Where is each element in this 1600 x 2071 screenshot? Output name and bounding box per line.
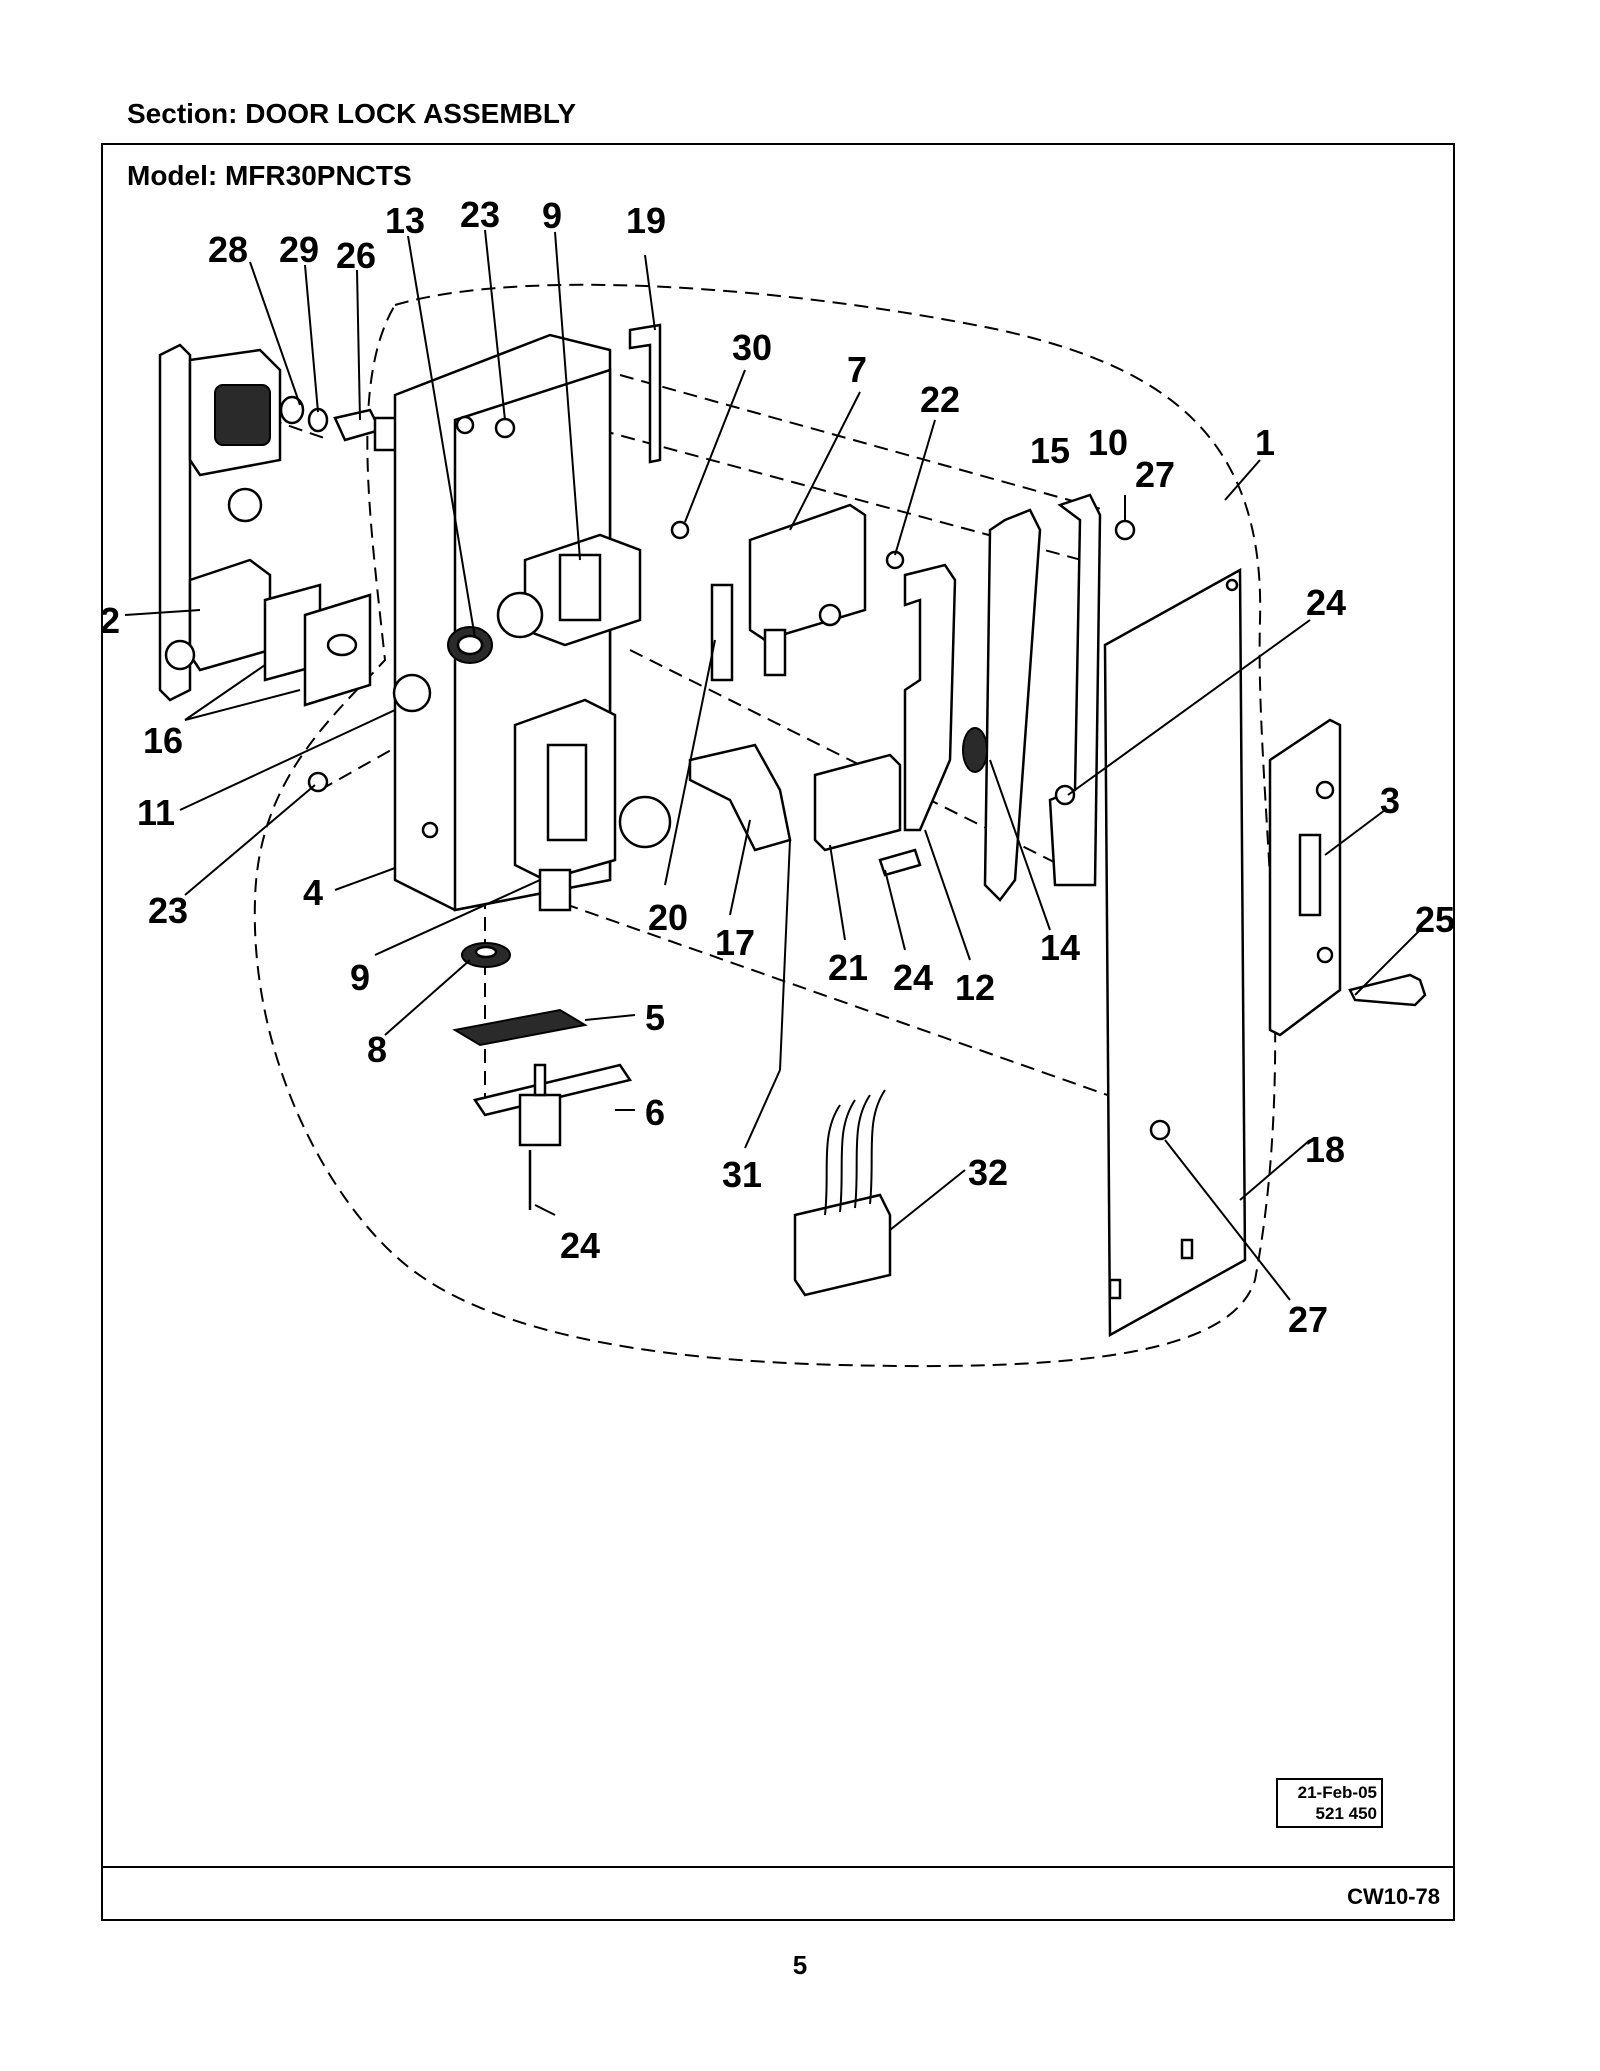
part-17-bracket: [688, 743, 792, 852]
part-9-solenoid-lower: [513, 698, 672, 912]
model-title: Model: MFR30PNCTS: [127, 160, 412, 191]
callout-3: 3: [1380, 780, 1400, 821]
part-6-switch: [472, 1063, 633, 1147]
callout-12: 12: [955, 967, 995, 1008]
part-2-bracket-plate: [158, 343, 282, 702]
document-code: CW10-78: [1347, 1884, 1440, 1909]
part-12-actuator: [903, 563, 957, 832]
callout-8: 8: [367, 1029, 387, 1070]
callout-23: 23: [460, 194, 500, 235]
section-title: Section: DOOR LOCK ASSEMBLY: [127, 98, 577, 129]
callout-1: 1: [1255, 422, 1275, 463]
callout-15: 15: [1030, 430, 1070, 471]
callout-32: 32: [968, 1152, 1008, 1193]
part-23-screw-top: [494, 417, 516, 439]
footer-divider: [101, 1866, 1455, 1868]
callout-30: 30: [732, 327, 772, 368]
part-18-back-plate: [1103, 567, 1247, 1338]
callout-14: 14: [1040, 927, 1080, 968]
callout-24: 24: [893, 957, 933, 998]
part-16-gaskets: [263, 583, 372, 707]
part-3-strike-plate: [1268, 718, 1342, 1037]
callout-21: 21: [828, 947, 868, 988]
part-9-solenoid-upper: [496, 533, 642, 647]
part-31-wire: [779, 839, 791, 1071]
part-13-spring: [447, 626, 493, 664]
callout-23: 23: [148, 890, 188, 931]
callout-4: 4: [303, 872, 323, 913]
callout-13: 13: [385, 200, 425, 241]
callout-5: 5: [645, 997, 665, 1038]
revision-stamp: 21-Feb-05 521 450: [1276, 1778, 1383, 1828]
callout-31: 31: [722, 1154, 762, 1195]
callout-22: 22: [920, 379, 960, 420]
callout-numbers: 13 23 9 19 28 29 26 30 7 22 15 10 27 1 2…: [100, 194, 1455, 1340]
callout-9: 9: [350, 957, 370, 998]
callout-25: 25: [1415, 899, 1455, 940]
part-28-29-26-fasteners: [279, 395, 399, 452]
part-30-washer: [670, 520, 690, 540]
callout-11: 11: [137, 792, 175, 833]
callout-26: 26: [336, 235, 376, 276]
callout-20: 20: [648, 897, 688, 938]
part-7-microswitch: [748, 503, 867, 677]
callout-27: 27: [1135, 454, 1175, 495]
leader-lines: [124, 229, 1421, 1301]
callout-9: 9: [542, 195, 562, 236]
stamp-number: 521 450: [1315, 1804, 1377, 1823]
callout-29: 29: [279, 229, 319, 270]
callout-2: 2: [100, 600, 120, 641]
part-32-connector: [793, 1089, 892, 1297]
callout-24: 24: [1306, 582, 1346, 623]
stamp-date: 21-Feb-05: [1297, 1783, 1377, 1802]
part-24-screw-middle: [878, 848, 922, 877]
callout-18: 18: [1305, 1129, 1345, 1170]
callout-16: 16: [143, 720, 183, 761]
page-number: 5: [792, 1950, 808, 1980]
callout-7: 7: [847, 349, 867, 390]
part-10-bracket: [1048, 493, 1102, 887]
callout-17: 17: [715, 922, 755, 963]
callout-28: 28: [208, 229, 248, 270]
callout-27: 27: [1288, 1299, 1328, 1340]
part-14-spring: [962, 727, 988, 773]
part-24-screw-right: [1054, 784, 1076, 806]
part-27-screw-top: [1114, 519, 1136, 541]
callout-19: 19: [626, 200, 666, 241]
part-5-plate: [452, 1008, 588, 1047]
callout-24: 24: [560, 1225, 600, 1266]
callout-10: 10: [1088, 422, 1128, 463]
part-11-clip: [392, 673, 432, 713]
part-20-pin: [710, 583, 734, 682]
part-27-screw-bottom: [1149, 1119, 1171, 1141]
callout-6: 6: [645, 1092, 665, 1133]
part-8-grommet: [461, 942, 511, 968]
part-19-pin: [628, 323, 662, 464]
diagram-frame: [101, 143, 1455, 1921]
assembly-boundary-dashed: [253, 283, 1277, 1368]
part-21-microswitch: [813, 753, 902, 852]
part-15-lever: [983, 508, 1042, 902]
part-25-screw: [1348, 973, 1427, 1007]
